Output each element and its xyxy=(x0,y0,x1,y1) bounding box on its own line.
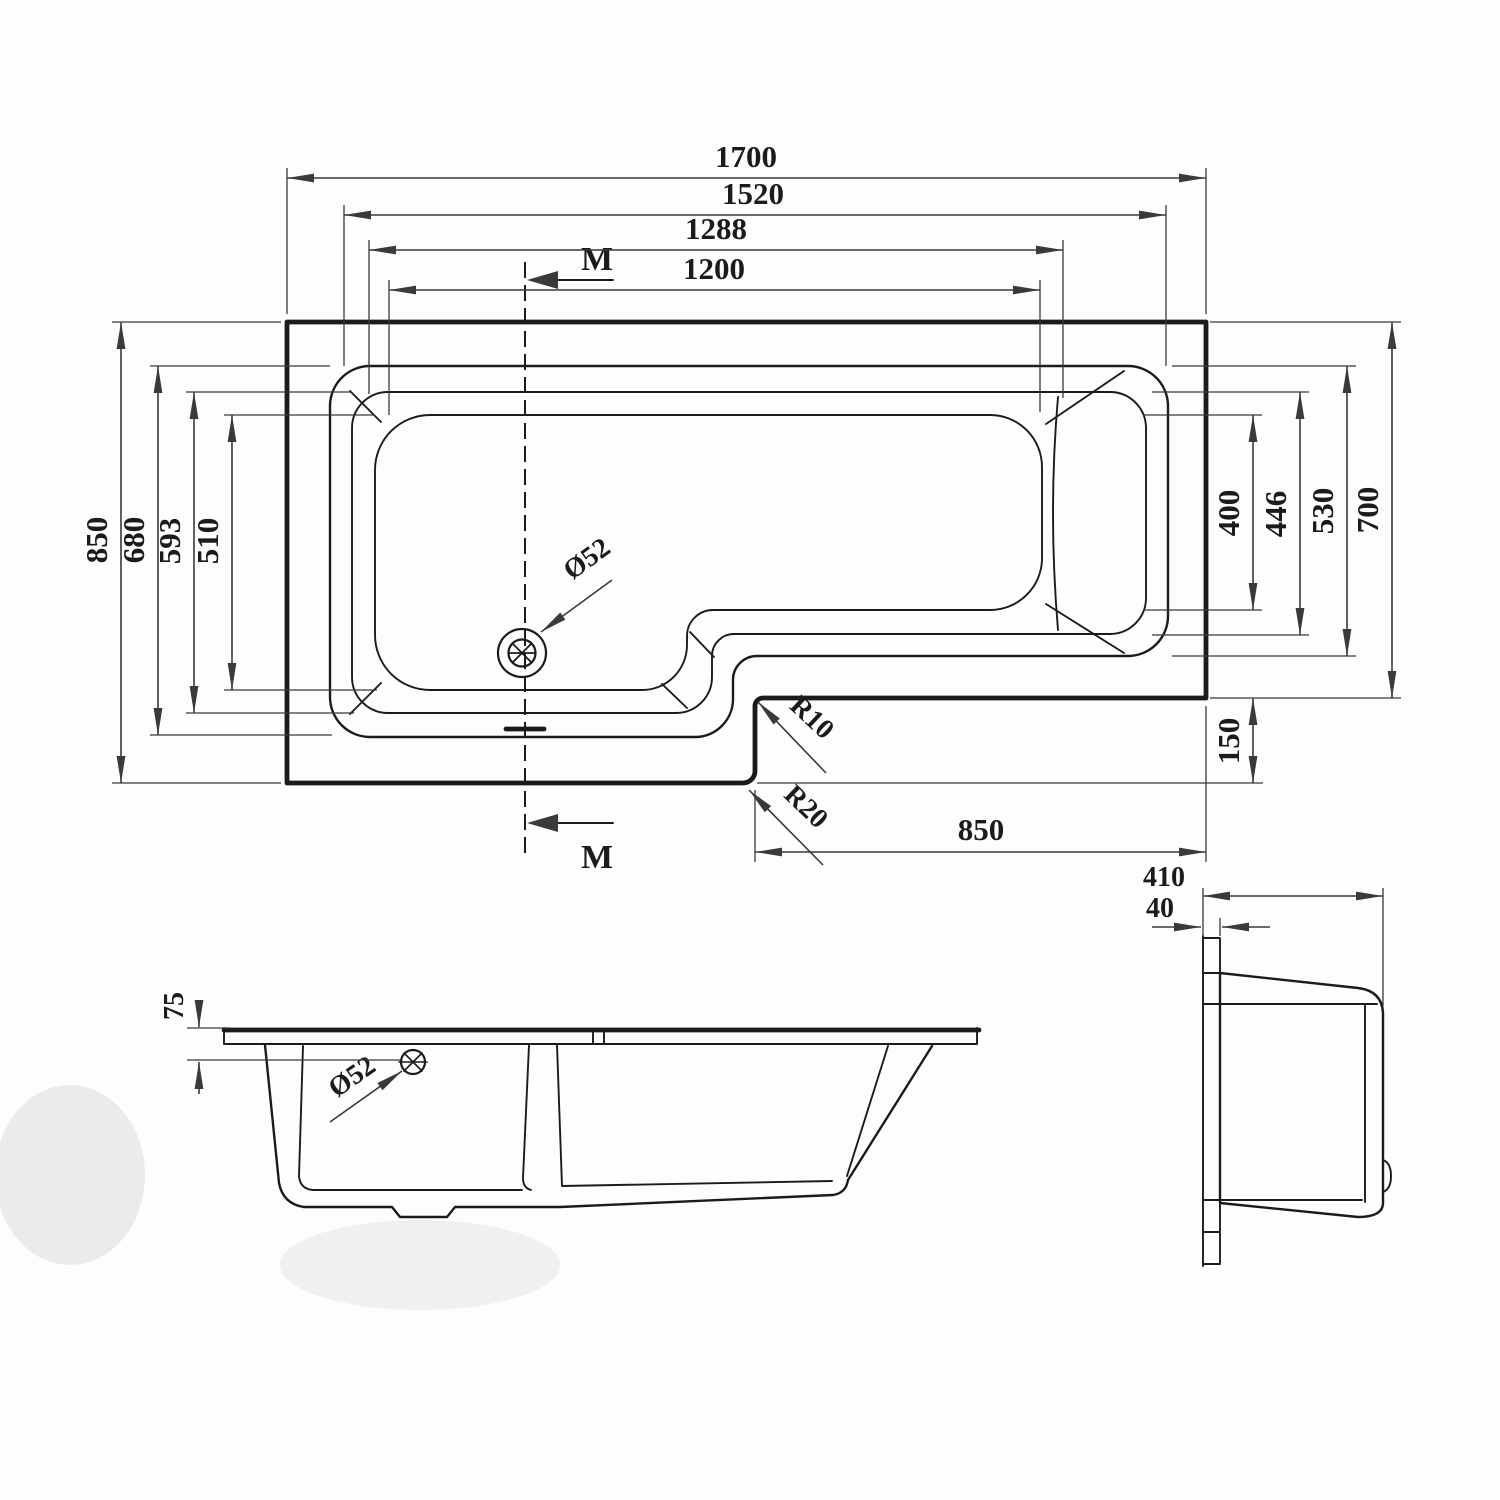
dim-label-1200: 1200 xyxy=(683,251,745,286)
section-marker-bottom: M xyxy=(527,814,614,876)
dim-width-850: 850 xyxy=(79,321,281,784)
tub-inner-bottom-right xyxy=(561,1180,833,1187)
dim-label-400: 400 xyxy=(1211,490,1246,537)
dim-depth-410: 410 xyxy=(1143,862,1384,1006)
end-section-view: 410 40 xyxy=(1143,862,1392,1267)
dim-label-1700: 1700 xyxy=(715,139,777,174)
dim-length-1700: 1700 xyxy=(286,139,1207,314)
dim-label-1288: 1288 xyxy=(685,211,747,246)
dim-label-700: 700 xyxy=(1350,487,1385,534)
dim-label-150: 150 xyxy=(1211,718,1246,765)
overflow-bump xyxy=(1382,1159,1392,1193)
tub-inner-right-wall xyxy=(846,1045,889,1177)
drain-symbol-side xyxy=(398,1048,428,1076)
dim-length-1200: 1200 xyxy=(388,251,1041,415)
drain-symbol-top xyxy=(496,627,548,679)
dim-right-700: 700 xyxy=(1210,321,1401,699)
dim-right-530: 530 xyxy=(1172,365,1356,657)
drain-diameter-label: Ø52 xyxy=(558,532,616,586)
rim-inner-contour xyxy=(328,364,1170,739)
radius-r20-label: R20 xyxy=(778,779,834,835)
end-profile-outer xyxy=(1218,971,1385,1219)
dim-label-593: 593 xyxy=(152,518,187,565)
basin-floor-contour xyxy=(374,414,1043,691)
dim-label-530: 530 xyxy=(1305,488,1340,535)
dim-length-1520: 1520 xyxy=(343,176,1167,366)
rim-bar-outline xyxy=(223,1027,978,1045)
dim-label-850-left: 850 xyxy=(79,517,114,564)
radius-r10-callout: R10 xyxy=(757,690,840,774)
section-label-bottom: M xyxy=(581,839,613,876)
dim-width-593: 593 xyxy=(152,391,354,714)
drain-leader-side xyxy=(329,1070,403,1123)
dim-bottom-850: 850 xyxy=(754,706,1207,862)
corner-chamfer-lines xyxy=(349,370,1125,715)
tub-outer-profile xyxy=(263,1043,934,1219)
tub-inner-left-wall xyxy=(298,1045,523,1191)
dim-flange-40: 40 xyxy=(1146,893,1270,936)
bath-outer-outline xyxy=(284,319,1209,786)
drain-diameter-label-side: Ø52 xyxy=(323,1050,382,1104)
top-plan-view: Ø52 M M R10 R20 1700 xyxy=(79,139,1401,876)
dim-right-446: 446 xyxy=(1152,391,1309,636)
rim-second-contour xyxy=(351,391,1147,714)
dim-rim-75: 75 xyxy=(159,992,400,1094)
dim-label-510: 510 xyxy=(190,518,225,565)
backrest-edge xyxy=(1052,396,1059,631)
flange-tab-top xyxy=(1202,937,1221,974)
dim-width-680: 680 xyxy=(116,365,332,736)
tub-separator-right xyxy=(556,1044,563,1187)
side-elevation-view: Ø52 75 xyxy=(159,992,982,1219)
rim-joint-ticks xyxy=(592,1028,605,1045)
dim-label-850-bottom: 850 xyxy=(958,812,1005,847)
dim-label-75: 75 xyxy=(159,992,190,1020)
dim-step-150: 150 xyxy=(757,698,1263,784)
paper-artifacts xyxy=(0,1085,560,1310)
dim-length-1288: 1288 xyxy=(368,211,1064,398)
dim-label-680: 680 xyxy=(116,517,151,564)
dim-label-1520: 1520 xyxy=(722,176,784,211)
dim-label-446: 446 xyxy=(1258,491,1293,538)
drain-leader xyxy=(540,579,613,633)
dim-label-410: 410 xyxy=(1143,862,1185,893)
dim-label-40: 40 xyxy=(1146,893,1174,924)
dim-width-510: 510 xyxy=(190,414,377,691)
flange-tab-bottom xyxy=(1202,1202,1221,1265)
tub-separator-left xyxy=(522,1044,532,1191)
section-label-top: M xyxy=(581,241,613,278)
dim-right-400: 400 xyxy=(1143,414,1262,611)
section-marker-top: M xyxy=(527,241,614,289)
